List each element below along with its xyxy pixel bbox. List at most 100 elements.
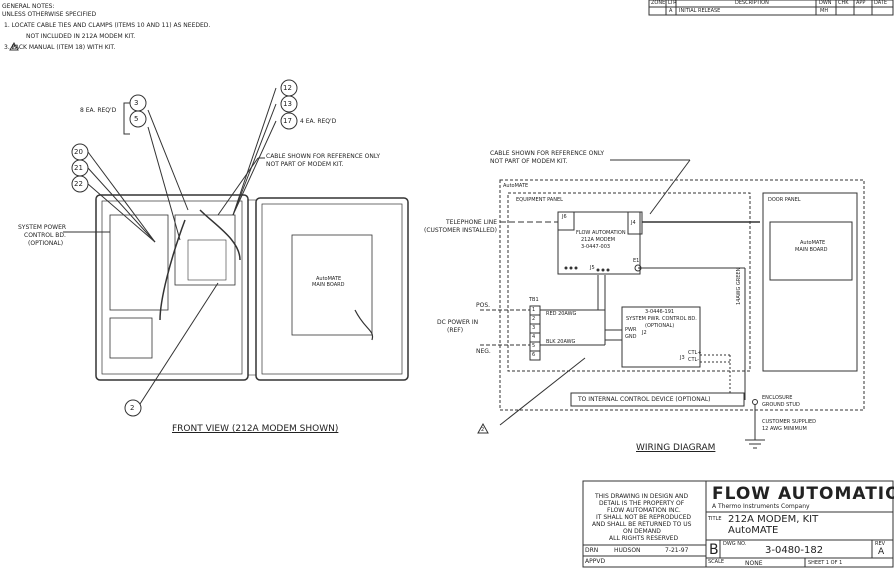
tb1-label: TB1: [529, 297, 539, 303]
drn-name: HUDSON: [614, 547, 641, 554]
balloon-21: 21: [74, 164, 83, 172]
door-panel-label: DOOR PANEL: [768, 197, 801, 203]
balloon-12: 12: [283, 84, 292, 92]
sys-power-label-2: CONTROL BD.: [24, 232, 66, 239]
balloon-5: 5: [134, 115, 139, 123]
customer-label-2: 12 AWG MINIMUM: [762, 426, 807, 432]
sys-board-label-1: 3-0446-191: [645, 309, 675, 315]
qty-8-label: 8 EA. REQ'D: [80, 107, 117, 114]
property-line-6: ON DEMAND: [623, 528, 661, 535]
front-cable-note-1: CABLE SHOWN FOR REFERENCE ONLY: [266, 153, 381, 160]
wiring-flag-2: 2: [481, 427, 485, 433]
rev-header-app: APP: [856, 0, 866, 6]
company-sub: A Thermo Instruments Company: [712, 503, 810, 510]
rev-description: INITIAL RELEASE: [679, 8, 721, 14]
balloon-20: 20: [74, 148, 83, 156]
dwg-no: 3-0480-182: [765, 545, 824, 556]
red-wire-label: RED 20AWG: [546, 311, 577, 317]
front-view-caption: FRONT VIEW (212A MODEM SHOWN): [172, 424, 339, 434]
enclosure-label-1: ENCLOSURE: [762, 395, 793, 401]
j2-label: J2: [642, 330, 647, 336]
balloon-13: 13: [283, 100, 292, 108]
wiring-main-board-1: AutoMATE: [800, 240, 826, 246]
sys-board-label-3: (OPTIONAL): [645, 323, 675, 329]
e1-label: E1: [633, 258, 640, 264]
wiring-caption: WIRING DIAGRAM: [636, 443, 716, 453]
internal-device-label[interactable]: TO INTERNAL CONTROL DEVICE (OPTIONAL): [578, 396, 711, 403]
property-line-3: FLOW AUTOMATION INC.: [607, 507, 681, 514]
rev-header-date: DATE: [874, 0, 888, 6]
property-line-5: AND SHALL BE RETURNED TO US: [592, 521, 692, 528]
note-3: 3. PACK MANUAL (ITEM 18) WITH KIT.: [4, 44, 116, 51]
sys-power-label-1: SYSTEM POWER: [18, 224, 67, 231]
scale-value: NONE: [745, 560, 763, 567]
terminal-6: 6: [532, 352, 536, 358]
front-main-board-1: AutoMATE: [316, 276, 342, 282]
rev-header-description: DESCRIPTION: [735, 0, 769, 6]
terminal-4: 4: [532, 334, 536, 340]
scale-label: SCALE: [708, 559, 725, 565]
pos-label: POS.: [476, 302, 491, 309]
rev-header-chk: CHK: [838, 0, 849, 6]
property-line-1: THIS DRAWING IN DESIGN AND: [595, 493, 689, 500]
property-line-2: DETAIL IS THE PROPERTY OF: [599, 500, 685, 507]
balloon-22: 22: [74, 180, 83, 188]
dwg-no-label: DWG NO.: [723, 541, 747, 547]
rev-letter: A: [878, 547, 885, 557]
modem-label-3: 3-0447-003: [581, 244, 611, 250]
rev-dwn: MH: [820, 8, 829, 14]
wiring-cable-note-2: NOT PART OF MODEM KIT.: [490, 158, 568, 165]
notes-header: GENERAL NOTES:: [2, 3, 55, 10]
telephone-label-2: (CUSTOMER INSTALLED): [424, 227, 497, 234]
green-wire-label: 14AWG GREEN: [736, 267, 742, 305]
rev-ltr: A: [669, 8, 673, 14]
property-line-4: IT SHALL NOT BE REPRODUCED: [596, 514, 692, 521]
modem-label-1: FLOW AUTOMATION: [576, 230, 626, 236]
gnd-label: GND: [625, 334, 637, 340]
title-line-2: AutoMATE: [728, 525, 779, 536]
balloon-2: 2: [130, 404, 135, 412]
balloon-3: 3: [134, 99, 139, 107]
title-label: TITLE: [708, 516, 722, 522]
blk-wire-label: BLK 20AWG: [546, 339, 576, 345]
terminal-3: 3: [532, 325, 536, 331]
enclosure-label-2: GROUND STUD: [762, 402, 800, 408]
drn-date: 7-21-97: [665, 547, 689, 554]
rev-label: REV: [875, 541, 886, 547]
appvd-label: APPVD: [585, 558, 606, 565]
ctl-plus-label: CTL+: [688, 350, 702, 356]
drn-label: DRN: [585, 547, 599, 554]
sys-board-label-2: SYSTEM PWR. CONTROL BD.: [626, 316, 697, 322]
ctl-minus-label: CTL-: [688, 357, 700, 363]
note-1: 1. LOCATE CABLE TIES AND CLAMPS (ITEMS 1…: [4, 22, 211, 29]
customer-label-1: CUSTOMER SUPPLIED: [762, 419, 816, 425]
sheet-label: SHEET 1 OF 1: [808, 560, 843, 566]
modem-label-2: 212A MODEM: [581, 237, 616, 243]
rev-header-dwn: DWN: [819, 0, 832, 6]
j4-label: J4: [631, 220, 636, 226]
front-cable-note-2: NOT PART OF MODEM KIT.: [266, 161, 344, 168]
front-main-board-2: MAIN BOARD: [312, 282, 345, 288]
size-letter: B: [709, 542, 719, 558]
terminal-2: 2: [532, 316, 536, 322]
note-2-flag: 2: [12, 45, 16, 51]
j5-label: J5: [590, 265, 595, 271]
company-logo: FLOW AUTOMATION: [712, 484, 894, 504]
dc-power-label-1: DC POWER IN: [437, 319, 479, 326]
pwr-label: PWR: [625, 327, 637, 333]
sys-power-label-3: (OPTIONAL): [28, 240, 64, 247]
balloon-17: 17: [283, 117, 292, 125]
property-line-7: ALL RIGHTS RESERVED: [609, 535, 679, 542]
equipment-panel-label: EQUIPMENT PANEL: [516, 197, 563, 203]
qty-4-label: 4 EA. REQ'D: [300, 118, 337, 125]
wiring-main-board-2: MAIN BOARD: [795, 247, 828, 253]
j3-label: J3: [680, 355, 685, 361]
terminal-1: 1: [532, 307, 536, 313]
wiring-cable-note-1: CABLE SHOWN FOR REFERENCE ONLY: [490, 150, 605, 157]
terminal-5: 5: [532, 343, 536, 349]
rev-header-ltr: LTR: [668, 0, 677, 6]
note-2: NOT INCLUDED IN 212A MODEM KIT.: [26, 33, 136, 40]
j6-label: J6: [562, 214, 567, 220]
rev-header-zone: ZONE: [651, 0, 666, 6]
